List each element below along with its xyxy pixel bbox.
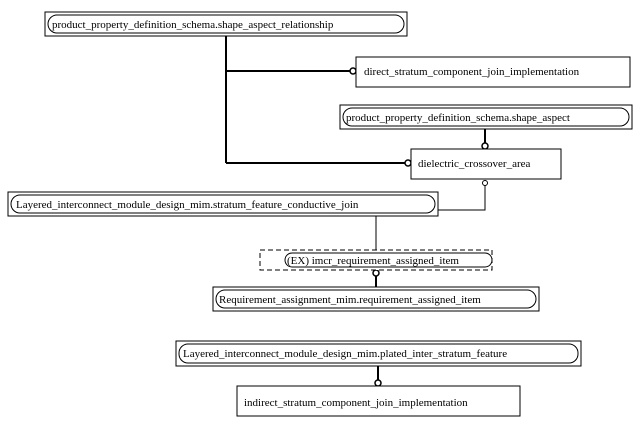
node-box (355, 56, 631, 88)
node-inner-rounded (178, 343, 579, 364)
node-inner-rounded (215, 289, 537, 309)
node-dielectric-crossover-area[interactable]: dielectric_crossover_area (410, 148, 562, 180)
end-circle-dielectric-left (404, 159, 412, 167)
connectors (225, 35, 486, 383)
node-plated-inter-stratum-feature[interactable]: Layered_interconnect_module_design_mim.p… (175, 340, 582, 367)
node-inner-rounded (10, 194, 436, 214)
node-label: (EX) imcr_requirement_assigned_item (287, 255, 459, 267)
node-label: indirect_stratum_component_join_implemen… (244, 397, 468, 409)
node-indirect-join-implementation[interactable]: indirect_stratum_component_join_implemen… (236, 385, 521, 417)
node-box (236, 385, 521, 417)
node-shape-aspect[interactable]: product_property_definition_schema.shape… (339, 104, 633, 130)
node-inner-rounded (284, 252, 493, 268)
node-label: Layered_interconnect_module_design_mim.s… (16, 199, 359, 211)
node-shape-aspect-relationship[interactable]: product_property_definition_schema.shape… (44, 11, 408, 37)
node-label: product_property_definition_schema.shape… (346, 112, 570, 124)
node-stratum-feature-conductive-join[interactable]: Layered_interconnect_module_design_mim.s… (7, 191, 439, 217)
node-inner-rounded (342, 107, 630, 127)
node-box (410, 148, 562, 180)
end-circle-dielectric-bottom (482, 180, 488, 186)
end-circle-requirement (372, 269, 380, 277)
node-label: Layered_interconnect_module_design_mim.p… (183, 348, 507, 360)
end-circle-indirect-join (374, 379, 382, 387)
node-imcr-requirement-assigned-item[interactable]: (EX) imcr_requirement_assigned_item (259, 249, 493, 271)
node-label: direct_stratum_component_join_implementa… (364, 66, 580, 78)
connector-dielectric-to-join (438, 180, 486, 211)
node-inner-rounded (47, 14, 405, 34)
node-direct-join-implementation[interactable]: direct_stratum_component_join_implementa… (355, 56, 631, 88)
node-label: dielectric_crossover_area (418, 158, 530, 170)
node-label: Requirement_assignment_mim.requirement_a… (219, 294, 481, 306)
end-circle-dielectric-top (481, 142, 489, 150)
node-label: product_property_definition_schema.shape… (52, 19, 334, 31)
end-circle-direct-join (349, 67, 357, 75)
node-requirement-assigned-item[interactable]: Requirement_assignment_mim.requirement_a… (212, 286, 540, 312)
